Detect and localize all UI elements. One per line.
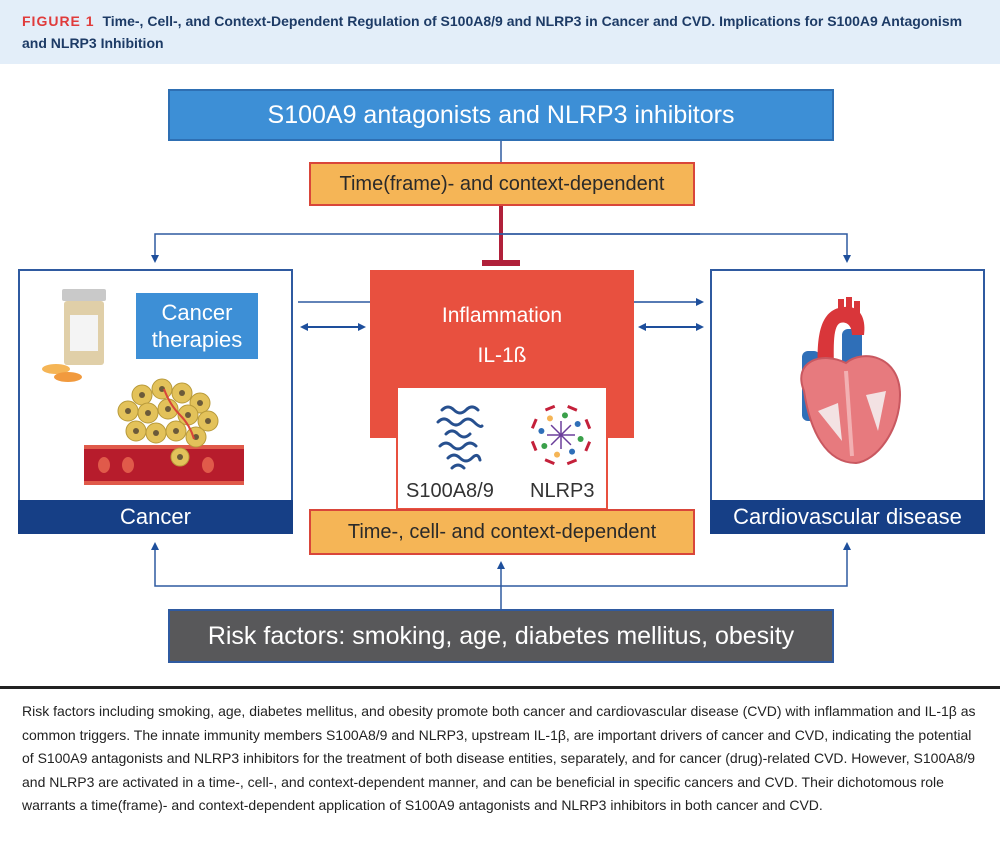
ring-outer-segment <box>530 440 538 452</box>
ring-subunit <box>538 428 545 435</box>
ring-spoke <box>550 434 562 446</box>
tumor-blood-vessel-icon <box>84 378 244 485</box>
ring-subunit <box>577 435 584 442</box>
connector-lines <box>151 141 851 609</box>
pill-bottle-icon <box>42 289 106 382</box>
ring-outer-segment <box>544 458 555 466</box>
ring-outer-segment <box>530 418 538 429</box>
ring-outer-segment <box>566 458 578 466</box>
il1b-label: IL-1ß <box>477 344 527 367</box>
timeframe-modifier-box: Time(frame)- and context-dependent <box>309 162 695 206</box>
caption-divider <box>0 686 1000 689</box>
ring-subunit <box>569 448 576 455</box>
treatment-box: S100A9 antagonists and NLRP3 inhibitors <box>168 89 834 141</box>
ring-spoke <box>560 434 572 446</box>
risk-factors-box: Risk factors: smoking, age, diabetes mel… <box>168 609 834 663</box>
figure-caption: Risk factors including smoking, age, dia… <box>22 703 976 813</box>
inflammasome-ring-icon <box>530 404 592 466</box>
ring-outer-segment <box>584 441 592 452</box>
protein-structure-icon <box>436 405 484 470</box>
nlrp3-label: NLRP3 <box>530 480 595 502</box>
context-modifier-box: Time-, cell- and context-dependent <box>309 509 695 555</box>
arrow-to-cancer <box>151 233 700 263</box>
arrow-risk-to-cvd <box>501 542 851 587</box>
inflammation-label: Inflammation <box>441 304 563 327</box>
ring-spoke <box>560 424 572 436</box>
cancer-label: Cancer <box>18 500 293 534</box>
heart-icon <box>800 297 902 465</box>
ring-subunit <box>574 420 581 427</box>
cancer-panel: Cancer therapies Cancer <box>18 269 293 534</box>
figure-label: FIGURE 1 <box>22 13 95 29</box>
ring-outer-segment <box>584 418 592 430</box>
arrow-risk-to-cancer <box>151 542 501 587</box>
cvd-label: Cardiovascular disease <box>710 500 985 534</box>
molecule-box: S100A8/9 NLRP3 <box>396 386 608 510</box>
cancer-therapies-box: Cancer therapies <box>136 293 258 359</box>
ring-spoke <box>550 424 562 436</box>
ring-subunit <box>546 415 553 422</box>
figure-title: Time-, Cell-, and Context-Dependent Regu… <box>22 13 963 51</box>
ring-subunit <box>554 451 561 458</box>
capsules-icon <box>42 364 82 382</box>
cvd-panel: Cardiovascular disease <box>710 269 985 534</box>
ring-outer-segment <box>567 404 578 412</box>
figure-header: FIGURE 1 Time-, Cell-, and Context-Depen… <box>0 0 1000 64</box>
ring-subunit <box>541 443 548 450</box>
s100a8-9-label: S100A8/9 <box>406 480 494 502</box>
arrow-to-cvd <box>500 233 851 263</box>
ring-subunit <box>561 412 568 419</box>
diagram: S100A9 antagonists and NLRP3 inhibitors … <box>0 64 1000 686</box>
ring-outer-segment <box>544 404 556 412</box>
